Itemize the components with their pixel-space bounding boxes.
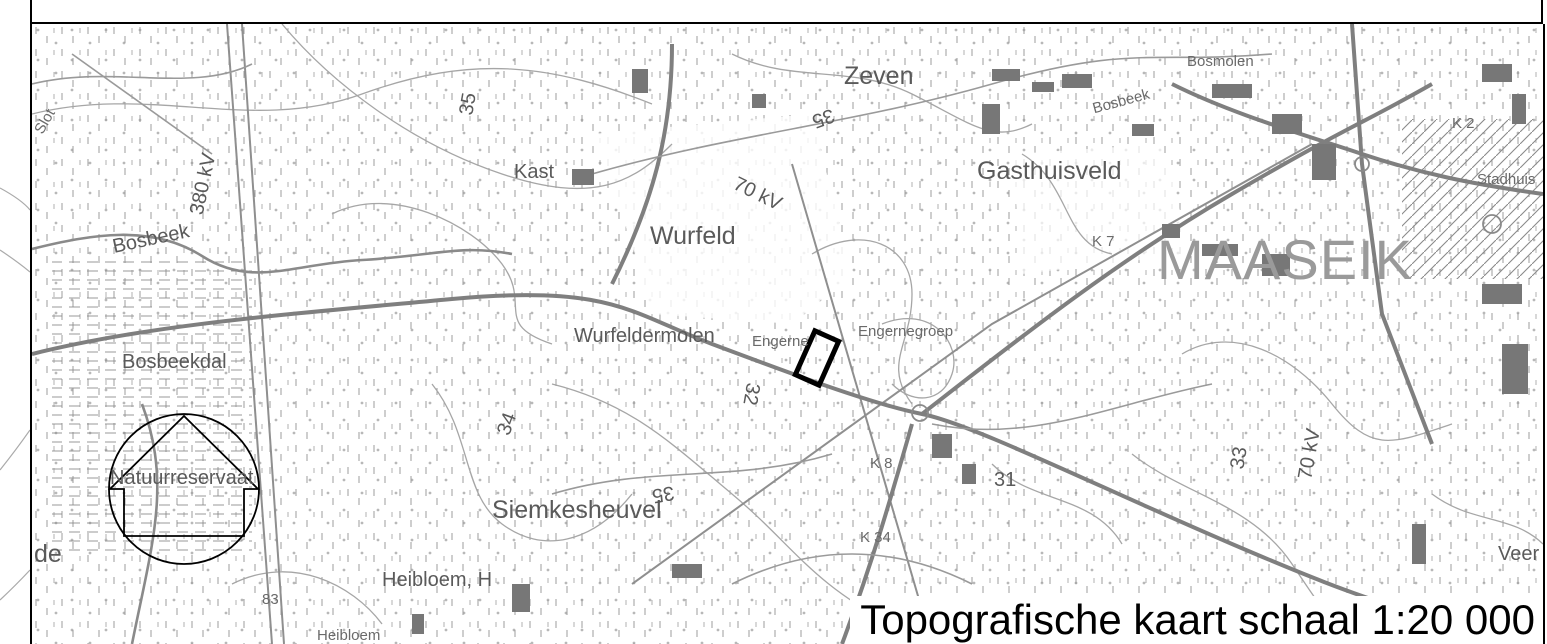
label-k7: K 7	[1092, 233, 1115, 250]
sheet-margin-arcs	[0, 187, 30, 601]
label-bosbeekdal: Bosbeekdal	[122, 351, 227, 373]
label-wurfeld: Wurfeld	[650, 222, 736, 250]
frame-header	[30, 0, 1543, 24]
label-natuurreservaat: Natuurreservaat	[110, 467, 254, 489]
label-height-35a: 35	[455, 91, 481, 117]
map-caption: Topografische kaart schaal 1:20 000	[850, 595, 1543, 644]
north-arrow-icon	[107, 413, 261, 565]
label-k2: K 2	[1452, 115, 1475, 132]
label-gasthuisveld: Gasthuisveld	[977, 157, 1122, 185]
label-maaseik: MAASEIK	[1157, 228, 1413, 291]
label-stadhuis: Stadhuis	[1477, 171, 1536, 188]
label-veer: Veer	[1498, 543, 1540, 565]
rectangle-outline-icon	[792, 327, 842, 389]
label-heibloem-bottom: Heibloem	[317, 627, 381, 644]
topographic-map[interactable]: Zeven Bosmolen Bosbeek Kast Wurfeld Gast…	[30, 24, 1545, 644]
label-kast: Kast	[514, 161, 555, 183]
label-k34: K 34	[860, 529, 891, 546]
label-de: de	[34, 540, 62, 568]
label-height-83: 83	[262, 591, 279, 608]
label-k8: K 8	[870, 455, 893, 472]
label-zeven: Zeven	[844, 62, 914, 90]
map-drawing	[32, 24, 1543, 644]
label-bosmolen: Bosmolen	[1187, 53, 1254, 70]
label-height-32: 32	[738, 381, 764, 407]
label-height-31: 31	[994, 469, 1017, 491]
label-height-33: 33	[1226, 445, 1252, 471]
label-height-35c: 35	[650, 481, 676, 507]
label-engernegroep: Engernegroep	[858, 323, 954, 340]
label-engerne: Engerne	[752, 333, 809, 350]
label-heibloem: Heibloem, H	[382, 569, 493, 591]
label-siemkesheuvel: Siemkesheuvel	[492, 496, 662, 524]
label-wurfeldermolen: Wurfeldermolen	[574, 325, 715, 347]
